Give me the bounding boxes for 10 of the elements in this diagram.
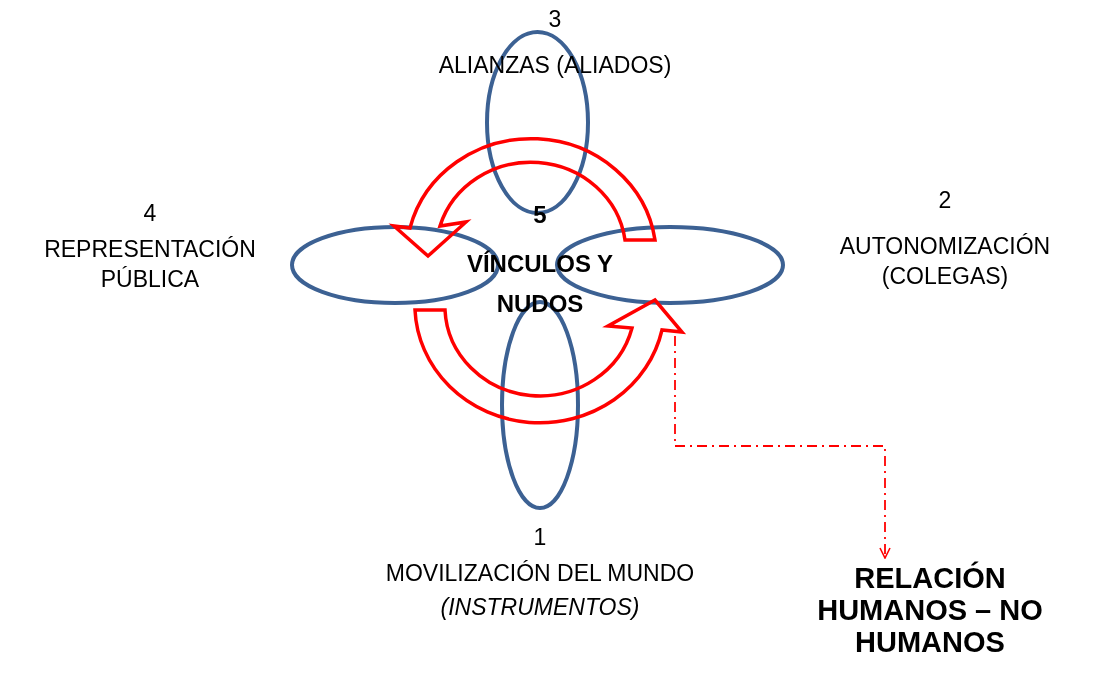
stage-label: REPRESENTACIÓN PÚBLICA bbox=[43, 235, 257, 294]
step-number: 1 bbox=[533, 523, 547, 552]
stage-label: AUTONOMIZACIÓN (COLEGAS) bbox=[838, 232, 1052, 291]
stage-label: MOVILIZACIÓN DEL MUNDO bbox=[385, 559, 695, 588]
stage-label: RELACIÓN HUMANOS – NO HUMANOS bbox=[816, 562, 1044, 658]
stage-label: (INSTRUMENTOS) bbox=[440, 593, 640, 621]
step-number: 2 bbox=[938, 186, 952, 215]
step-number: 3 bbox=[548, 5, 562, 34]
step-number: 4 bbox=[143, 199, 157, 228]
curved-block-arrow bbox=[413, 298, 684, 425]
